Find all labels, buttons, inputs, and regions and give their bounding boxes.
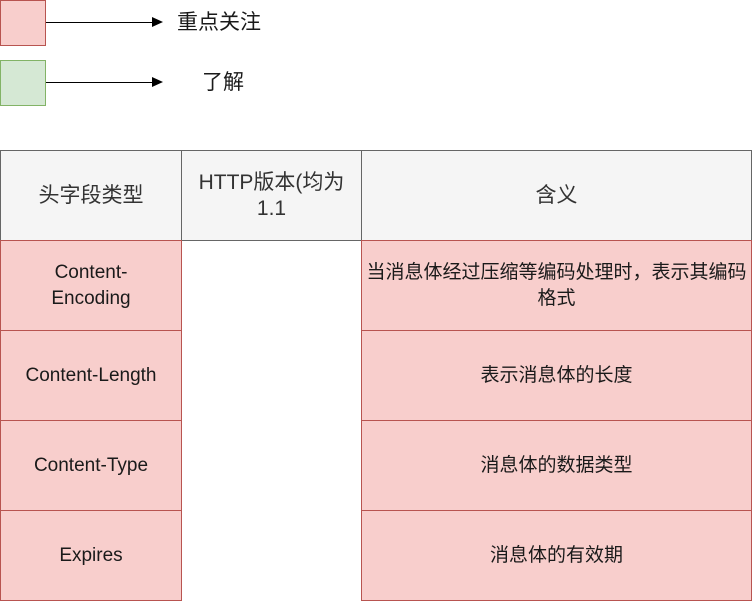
table-row-field: Content-Length [0,330,182,421]
table-row-version [182,421,361,511]
table-row-version [182,241,361,331]
meaning-text: 当消息体经过压缩等编码处理时，表示其编码格式 [366,261,747,309]
legend-label-focus: 重点关注 [177,11,261,34]
table-row-meaning: 当消息体经过压缩等编码处理时，表示其编码格式 [361,240,752,331]
legend-swatch-understand [0,60,46,106]
meaning-text: 表示消息体的长度 [480,364,633,386]
arrow-head-icon [152,17,163,27]
legend-swatch-focus [0,0,46,46]
header-label: HTTP版本(均为1.1 [198,170,345,220]
field-name: Content-Length [25,364,157,386]
header-label: 头字段类型 [38,183,144,207]
table-row-meaning: 消息体的有效期 [361,510,752,601]
field-name: Content-Encoding [51,261,131,309]
table-row-version [182,511,361,601]
meaning-text: 消息体的数据类型 [480,454,633,476]
arrow-head-icon [152,77,163,87]
legend-label-understand: 了解 [202,71,244,94]
header-field-type: 头字段类型 [0,150,182,241]
table-row-field: Content-Encoding [0,240,182,331]
field-name: Expires [59,544,123,566]
meaning-text: 消息体的有效期 [489,544,623,566]
table-row-field: Expires [0,510,182,601]
header-http-version: HTTP版本(均为1.1 [181,150,362,241]
legend-arrow-focus [46,22,154,23]
table-row-meaning: 消息体的数据类型 [361,420,752,511]
table-row-version [182,331,361,421]
header-label: 含义 [535,183,578,207]
table-row-meaning: 表示消息体的长度 [361,330,752,421]
legend-arrow-understand [46,82,154,83]
header-meaning: 含义 [361,150,752,241]
table-row-field: Content-Type [0,420,182,511]
field-name: Content-Type [33,454,149,476]
